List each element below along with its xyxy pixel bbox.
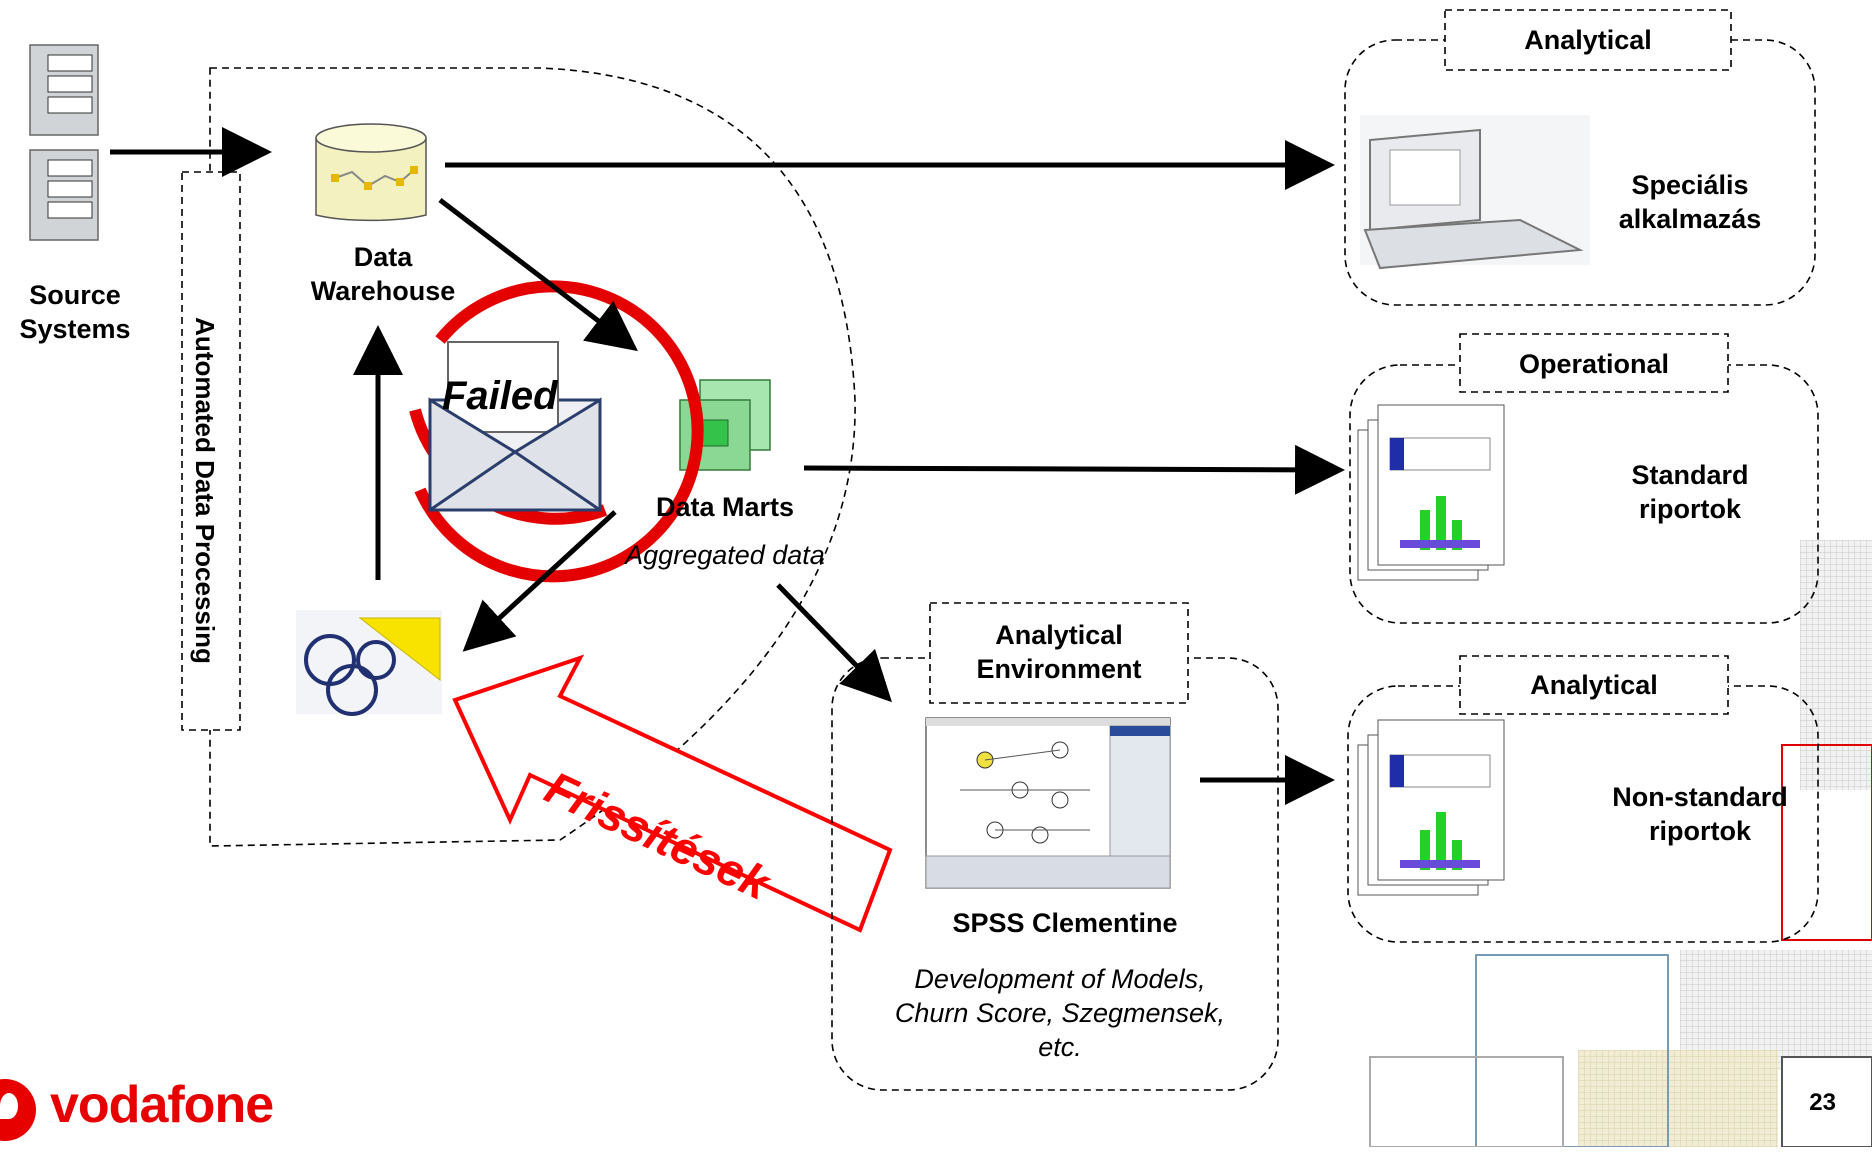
arrow-marts-to-env [776,583,892,703]
vodafone-logo: vodafone [0,1075,320,1147]
analytical-top-header-box [1444,9,1732,71]
analytical-top-header: Analytical [1524,25,1652,55]
analytical-env-header-box [929,602,1189,704]
refresh-arrow [452,654,893,933]
analytical-bottom-header-box [1459,655,1729,715]
spss-label: SPSS Clementine [952,908,1178,938]
aggregated-data-label: Aggregated data [625,540,825,570]
decor-grid-tan [1578,1050,1778,1147]
automated-processing-box [181,171,241,731]
report-icon-nonstandard [1357,719,1505,896]
page-number: 23 [1809,1089,1836,1116]
data-marts-label: Data Marts [655,492,795,522]
vodafone-wordmark: vodafone [50,1076,274,1134]
etl-process-icon [296,610,442,716]
special-app-label: Speciális alkalmazás [1618,170,1762,234]
server-icon [29,44,99,241]
source-systems-label: Source Systems [19,280,131,344]
analytical-env-header: Analytical Environment [976,620,1142,684]
database-icon [315,123,427,222]
automated-processing-label: Automated Data Processing [189,316,220,664]
decor-grid-right [1800,540,1872,790]
nonstandard-reports-label: Non-standard riportok [1612,782,1788,846]
decor-gray-frame [1369,1056,1564,1148]
operational-header-box [1459,333,1729,393]
spss-window-icon [925,717,1171,889]
computer-icon [1360,115,1590,270]
warehouse-label: Data Warehouse [310,242,456,306]
standard-reports-label: Standard riportok [1631,460,1749,524]
failed-envelope-icon [409,280,704,583]
arrow-warehouse-to-marts [438,198,638,352]
arrow-marts-to-etl [462,510,617,652]
decor-red-frame [1781,744,1872,941]
report-icon-standard [1357,404,1505,581]
operational-header: Operational [1518,349,1670,379]
processing-region-outline [209,67,856,847]
analytical-bottom-header: Analytical [1530,670,1658,700]
analytical-env-description: Development of Models, Churn Score, Szeg… [894,964,1226,1062]
failed-label: Failed [442,374,558,418]
vodafone-logo-icon [0,1079,36,1141]
arrow-marts-to-operational [803,444,1345,495]
